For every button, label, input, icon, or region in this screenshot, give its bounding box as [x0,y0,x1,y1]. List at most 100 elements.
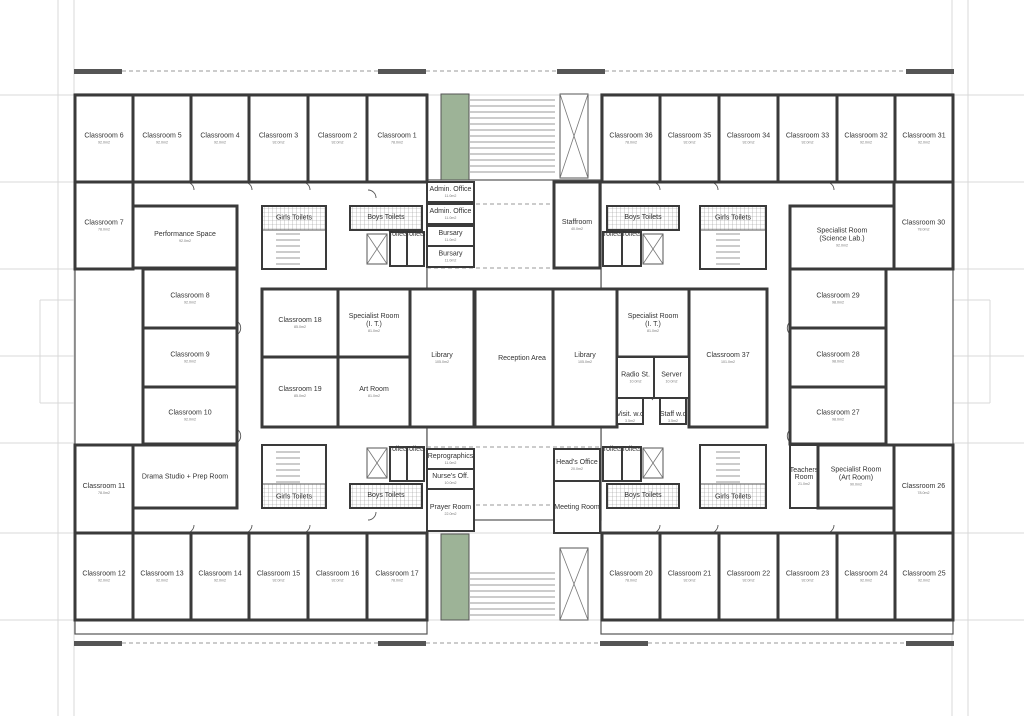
room-area: 10.0m2 [445,481,457,485]
room-outline [616,356,655,399]
room-outline [835,93,897,184]
room-outline [349,483,423,509]
room-outline [553,448,601,482]
room-area: 101.0m2 [721,360,735,364]
room-label: Boys Toilets [367,214,405,221]
room-outline [835,531,897,622]
room-girls-toilets-tr: Girls Toilets [699,205,767,270]
room-area: 11.0m2 [445,194,457,198]
room-area: 78.0m2 [391,579,403,583]
room-girls-toilets-br: Girls Toilets [699,444,767,509]
room-outline [260,355,340,429]
room-toilets-br-b: Toilets [621,446,642,482]
room-area: 92.0m2 [743,579,755,583]
room-label: Classroom 18 [278,317,321,324]
room-label: Reception Area [498,355,546,362]
room-area: 92.0m2 [156,579,168,583]
room-outline [653,356,690,399]
room-area: 92.0m2 [918,141,930,145]
room-outline [73,180,135,271]
room-area: 81.0m2 [647,329,659,333]
room-outline [892,180,955,271]
room-label: Toilets [622,231,642,238]
room-label: Classroom 25 [902,571,945,578]
room-outline [189,531,251,622]
room-label: Boys Toilets [624,492,662,499]
room-label: Admin. Office [430,208,472,215]
room-label: Boys Toilets [624,214,662,221]
room-area: 11.0m2 [445,238,457,242]
room-toilets-tl-b: Toilets [406,231,426,267]
room-area: 92.0m2 [184,360,196,364]
room-boys-toilets-tr: Boys Toilets [606,205,680,231]
room-outline [406,446,425,482]
room-outline [349,205,423,231]
room-outline [621,446,642,482]
room-label: Art Room [359,386,389,393]
room-label: Classroom 12 [82,571,125,578]
room-outline [788,267,888,330]
room-label: Classroom 17 [375,571,418,578]
room-label: Classroom 1 [377,133,416,140]
room-label: Drama Studio + Prep Room [142,474,228,481]
wall-caps [74,69,954,646]
room-boys-toilets-br: Boys Toilets [606,483,680,509]
room-label: Classroom 2 [318,133,357,140]
room-outline [247,93,310,184]
room-toilets-br-a: Toilets [602,446,623,482]
room-area: 22.0m2 [445,512,457,516]
room-area: 92.0m2 [802,141,814,145]
room-label: Classroom 8 [170,293,209,300]
room-label: Classroom 37 [706,352,749,359]
room-label: Classroom 7 [84,220,123,227]
room-area: 78.0m2 [625,579,637,583]
room-area: 92.0m2 [184,418,196,422]
room-outline [365,531,429,622]
room-area: 105.0m2 [435,360,449,364]
room-area: 92.0m2 [332,141,344,145]
room-label: Classroom 29 [816,293,859,300]
room-outline [606,483,680,509]
room-outline [776,93,839,184]
room-label: Classroom 5 [142,133,181,140]
room-outline [788,326,888,389]
room-label: Classroom 36 [609,133,652,140]
room-label: Toilets [603,446,623,453]
room-label: Specialist Room(Art Room) [831,467,882,482]
room-label: Classroom 6 [84,133,123,140]
room-label: Classroom 16 [316,571,359,578]
room-classroom-4: Classroom 492.0m2 [189,93,251,184]
room-label: Performance Space [154,231,216,238]
room-area: 11.0m2 [445,216,457,220]
room-outline [131,531,193,622]
room-specialist-science: Specialist Room(Science Lab.)92.0m2 [788,204,896,271]
room-staff-wc: Staff w.c3.5m2 [659,397,687,425]
room-specialist-it-left: Specialist Room(I. T.)81.0m2 [336,287,412,359]
room-nurses-off: Nurse's Off.10.0m2 [426,468,475,490]
room-outline [893,531,955,622]
room-area: 92.0m2 [684,579,696,583]
room-area: 20.0m2 [571,467,583,471]
room-label: Classroom 26 [902,483,945,490]
room-label: Classroom 21 [668,571,711,578]
room-label: Classroom 23 [786,571,829,578]
room-outline [893,93,955,184]
room-outline [553,480,601,534]
room-label: Staff w.c [660,411,687,418]
room-label: Specialist Room(I. T.) [628,313,679,328]
